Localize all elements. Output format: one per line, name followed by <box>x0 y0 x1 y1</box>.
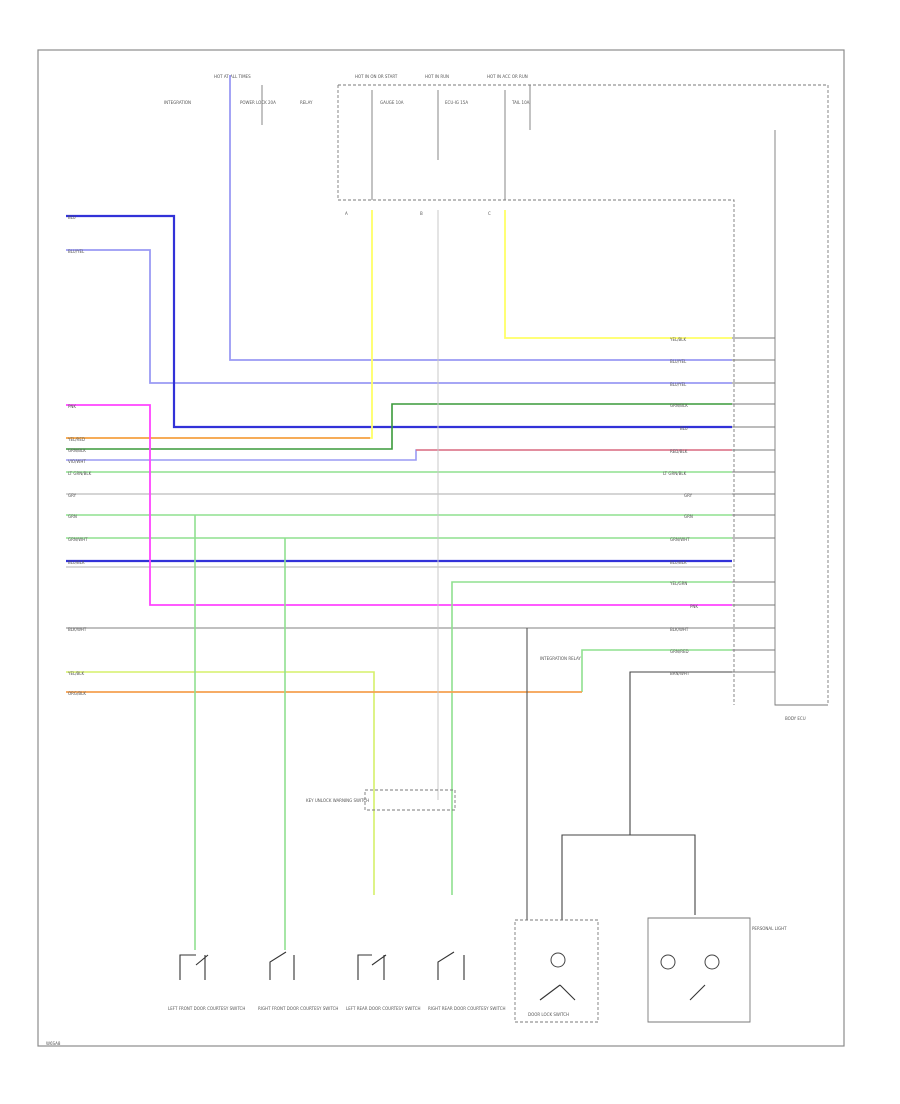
wire-label-left-4: YEL/RED <box>67 437 85 442</box>
key-unlock-switch-label: KEY UNLOCK WARNING SWITCH <box>306 798 369 803</box>
top-label-hot-in-on: HOT IN ON OR START <box>355 74 398 79</box>
diagram-code: W6SA8 <box>46 1041 61 1046</box>
connector-a: A <box>345 211 348 216</box>
wire-label-left-1: BLU <box>68 215 76 220</box>
wire-label-left-10: GRN/WHT <box>68 537 88 542</box>
connector-c: C <box>488 211 491 216</box>
wire-blu <box>66 214 732 429</box>
top-label-hot-at-all-times: HOT AT ALL TIMES <box>214 74 251 79</box>
fuse-label-ecu-ig: ECU-IG 15A <box>445 100 468 105</box>
relay-note: INTEGRATION <box>164 100 191 105</box>
wire-label-1: YEL/BLK <box>669 337 687 342</box>
wire-blu-yel-2 <box>66 249 732 384</box>
wire-vio <box>66 449 732 461</box>
wire-label-left-7: LT GRN/BLK <box>68 471 92 476</box>
wire-label-9: GRN <box>684 514 693 519</box>
wire-label-7: LT GRN/BLK <box>663 471 687 476</box>
ecu-pin-stubs <box>732 337 775 673</box>
wire-label-5: BLU <box>680 426 688 431</box>
personal-light-label: PERSONAL LIGHT <box>752 926 787 931</box>
right-front-door-switch-label: RIGHT FRONT DOOR COURTESY SWITCH <box>258 1006 338 1011</box>
wire-label-11: BLU/BLK <box>670 560 687 565</box>
wire-label-14: BLK/WHT <box>670 627 689 632</box>
wire-label-6: RED/BLK <box>670 449 688 454</box>
top-label-hot-in-acc: HOT IN ACC OR RUN <box>487 74 528 79</box>
left-rear-door-switch-label: LEFT REAR DOOR COURTESY SWITCH <box>346 1006 421 1011</box>
wire-label-3: BLU/YEL <box>670 382 687 387</box>
wire-yel-grn <box>451 581 732 895</box>
fuse-label-tail: TAIL 10A <box>511 100 530 105</box>
wire-yel-blk <box>66 671 375 895</box>
wire-label-left-13: YEL/BLK <box>67 671 85 676</box>
fuse-label-gauge: GAUGE 10A <box>380 100 404 105</box>
wire-grn-blk <box>66 403 732 450</box>
wire-label-16: BRN/WHT <box>670 671 690 676</box>
wire-label-2: BLU/YEL <box>670 359 687 364</box>
junction-block-inner-outline <box>337 85 735 705</box>
wire-label-left-8: GRY <box>68 493 77 498</box>
wire-label-left-14: ORG/BLK <box>68 691 86 696</box>
wire-label-4: GRN/BLK <box>670 403 688 408</box>
wire-label-left-2: BLU/YEL <box>68 249 85 254</box>
right-rear-door-switch: RIGHT REAR DOOR COURTESY SWITCH <box>428 951 506 1011</box>
wire-yel <box>504 210 732 339</box>
wire-yellow <box>66 210 373 439</box>
wire-pnk <box>66 404 732 606</box>
top-label-hot-in-run: HOT IN RUN <box>425 74 449 79</box>
right-front-door-switch: RIGHT FRONT DOOR COURTESY SWITCH <box>258 951 338 1011</box>
left-rear-door-switch: LEFT REAR DOOR COURTESY SWITCH <box>346 954 421 1011</box>
wire-blu-yel <box>229 75 732 361</box>
diagram-border <box>37 49 845 1047</box>
junction-block-outline <box>338 84 829 705</box>
connector-b: B <box>420 211 423 216</box>
wire-label-15: GRN/RED <box>670 649 689 654</box>
wire-label-13: PNK <box>690 604 698 609</box>
key-unlock-switch-box <box>364 789 456 811</box>
wire-label-12: YEL/GRN <box>669 581 687 586</box>
right-rear-door-switch-label: RIGHT REAR DOOR COURTESY SWITCH <box>428 1006 506 1011</box>
door-lock-switch-label: DOOR LOCK SWITCH <box>528 1012 569 1017</box>
fuse-label-power-lock: POWER LOCK 20A <box>240 100 276 105</box>
wire-label-8: GRY <box>684 493 693 498</box>
personal-light: PERSONAL LIGHT <box>647 917 787 1023</box>
body-ecu-label: BODY ECU <box>785 716 806 721</box>
integration-relay-label: INTEGRATION RELAY <box>540 656 581 661</box>
left-front-door-switch: LEFT FRONT DOOR COURTESY SWITCH <box>168 954 245 1011</box>
wire-grn-red <box>581 649 732 692</box>
wire-label-left-11: BLU/BLK <box>68 560 85 565</box>
wire-personal-light <box>629 671 732 835</box>
wire-label-left-12: BLK/WHT <box>68 627 87 632</box>
wire-label-left-3: PNK <box>68 404 76 409</box>
wire-label-left-5: GRN/BLK <box>68 448 86 453</box>
relay-note-2: RELAY <box>300 100 313 105</box>
door-lock-switch: DOOR LOCK SWITCH <box>514 919 599 1023</box>
left-front-door-switch-label: LEFT FRONT DOOR COURTESY SWITCH <box>168 1006 245 1011</box>
wire-label-10: GRN/WHT <box>670 537 690 542</box>
wire-label-left-6: VIO/WHT <box>68 459 86 464</box>
wire-label-left-9: GRN <box>68 514 77 519</box>
